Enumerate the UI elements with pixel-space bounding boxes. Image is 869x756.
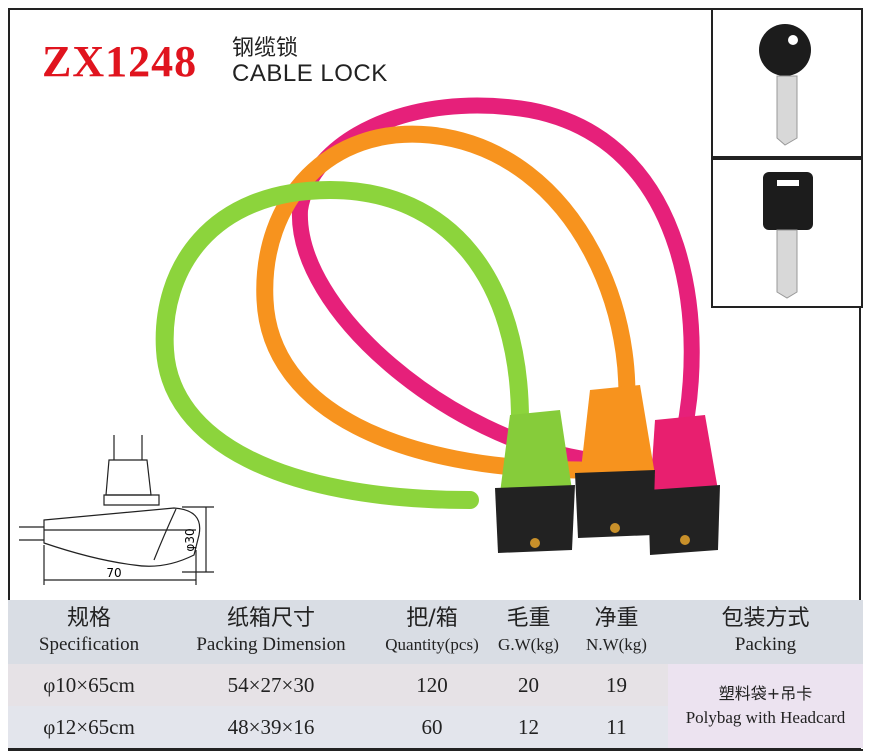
diameter-label: φ30 [183,528,197,551]
bottom-border [8,749,863,751]
lock-dimension-drawing: 70 φ30 [19,435,214,585]
cell-quantity: 120 [372,664,492,706]
cable-locks-photo [155,97,720,555]
square-key-icon [763,172,813,299]
cell-spec: φ10×65cm [8,664,170,706]
pink-cable [291,97,700,468]
cell-dimension: 54×27×30 [170,664,372,706]
green-cable [155,180,529,509]
round-key-icon [759,24,811,146]
cell-spec: φ12×65cm [8,706,170,748]
cell-dimension: 48×39×16 [170,706,372,748]
length-label: 70 [106,566,121,580]
table-row: φ12×65cm 48×39×16 60 12 11 [8,706,863,748]
cell-nw: 19 [565,664,668,706]
cell-gw: 20 [492,664,565,706]
cell-gw: 12 [492,706,565,748]
orange-lock-head [575,385,655,538]
cell-nw: 11 [565,706,668,748]
model-number: ZX1248 [42,37,198,86]
product-title-cn: 钢缆锁 [232,36,299,61]
green-lock-head [495,410,575,553]
key-image-box-2 [711,158,863,308]
key-image-box-1 [711,8,863,158]
page-frame [8,8,861,749]
pink-lock-head [648,415,720,555]
product-title-en: CABLE LOCK [232,60,388,87]
orange-cable [256,125,636,479]
cell-quantity: 60 [372,706,492,748]
